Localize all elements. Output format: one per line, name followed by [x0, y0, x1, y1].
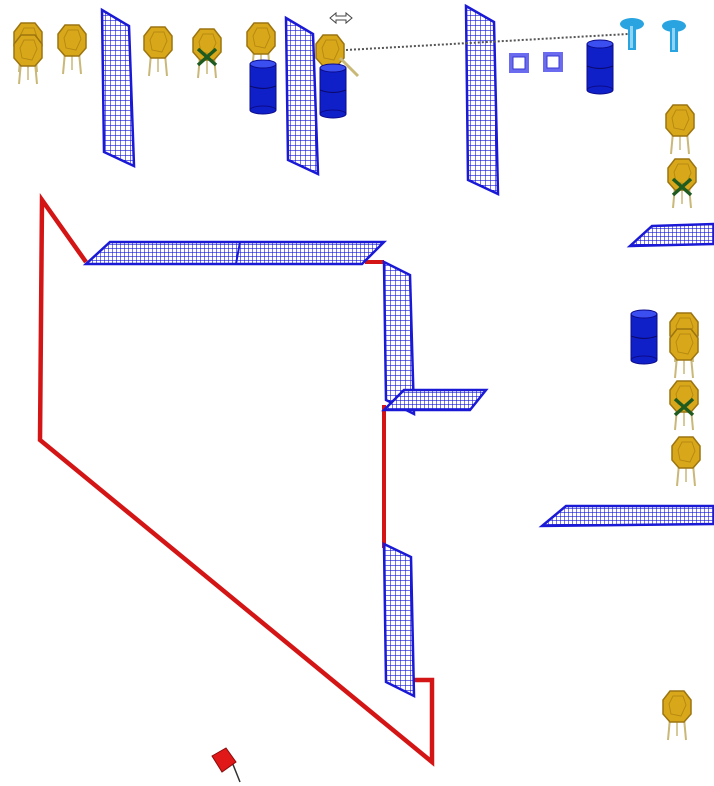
cone-icon[interactable]: [143, 26, 173, 77]
mesh-barrier-5[interactable]: [382, 541, 416, 699]
bollard-icon[interactable]: [620, 18, 644, 50]
mesh-barrier-1[interactable]: [100, 7, 136, 168]
mesh-ramp-right-lower[interactable]: [538, 504, 714, 528]
cone-icon[interactable]: [315, 34, 360, 85]
rope-line: [345, 33, 629, 51]
cone-icon[interactable]: [669, 312, 699, 379]
resize-arrow-icon[interactable]: [327, 8, 355, 28]
bollard-icon[interactable]: [662, 20, 686, 52]
barrel-icon[interactable]: [586, 39, 614, 95]
cone-icon[interactable]: [671, 436, 701, 487]
cone-icon[interactable]: [13, 22, 43, 85]
mesh-ramp-right-upper[interactable]: [626, 222, 714, 248]
barrel-icon[interactable]: [319, 63, 347, 119]
cone-icon[interactable]: [662, 690, 692, 741]
mesh-barrier-3[interactable]: [464, 3, 500, 196]
mesh-ramp-top[interactable]: [82, 240, 388, 266]
mesh-barrier-2[interactable]: [284, 15, 320, 176]
flag-icon[interactable]: [211, 747, 241, 783]
course-path[interactable]: [37, 193, 435, 767]
box-icon[interactable]: [542, 51, 564, 73]
mesh-ramp-middle[interactable]: [380, 388, 489, 412]
cone-crossed-icon[interactable]: [192, 28, 222, 79]
barrel-icon[interactable]: [249, 59, 277, 115]
cone-icon[interactable]: [57, 24, 87, 75]
cone-icon[interactable]: [665, 104, 695, 155]
cone-crossed-icon[interactable]: [667, 158, 697, 209]
cone-crossed-icon[interactable]: [669, 380, 699, 431]
box-icon[interactable]: [508, 52, 530, 74]
barrel-icon[interactable]: [630, 309, 658, 365]
mesh-barrier-4[interactable]: [382, 259, 416, 417]
